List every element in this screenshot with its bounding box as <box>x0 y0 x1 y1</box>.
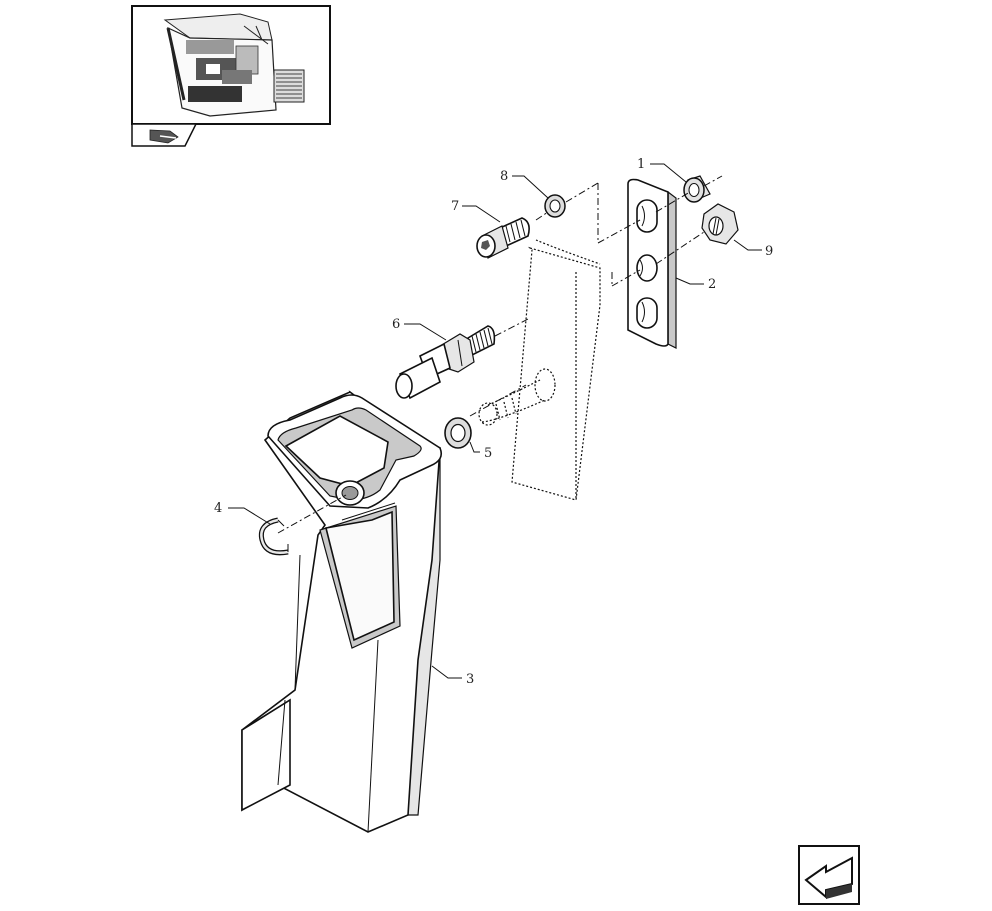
callout-5: 5 <box>484 446 492 461</box>
socket-head-bolt <box>476 217 530 259</box>
stud-bolt <box>395 325 496 400</box>
leader-lines <box>228 163 762 679</box>
slotted-plate <box>627 178 677 349</box>
next-page-button[interactable] <box>798 845 860 905</box>
next-page-arrow-icon <box>804 856 853 900</box>
callout-8: 8 <box>500 169 508 184</box>
callout-3: 3 <box>466 672 474 687</box>
washer-5 <box>444 417 472 449</box>
callout-1: 1 <box>637 157 645 172</box>
pedal-arm <box>241 390 443 833</box>
hex-nut <box>701 203 739 245</box>
washer-8 <box>544 194 566 218</box>
spacer-1 <box>683 175 711 203</box>
callout-6: 6 <box>392 317 400 332</box>
callout-7: 7 <box>451 199 459 214</box>
callout-9: 9 <box>765 244 773 259</box>
center-lines <box>277 175 723 534</box>
callout-4: 4 <box>214 501 222 516</box>
cab-thumbnail[interactable] <box>131 5 331 147</box>
callout-2: 2 <box>708 277 716 292</box>
mounting-bracket-ghost <box>478 239 601 501</box>
book-icon <box>149 129 179 144</box>
circlip <box>258 517 289 556</box>
cab-thumbnail-icon <box>163 13 305 117</box>
